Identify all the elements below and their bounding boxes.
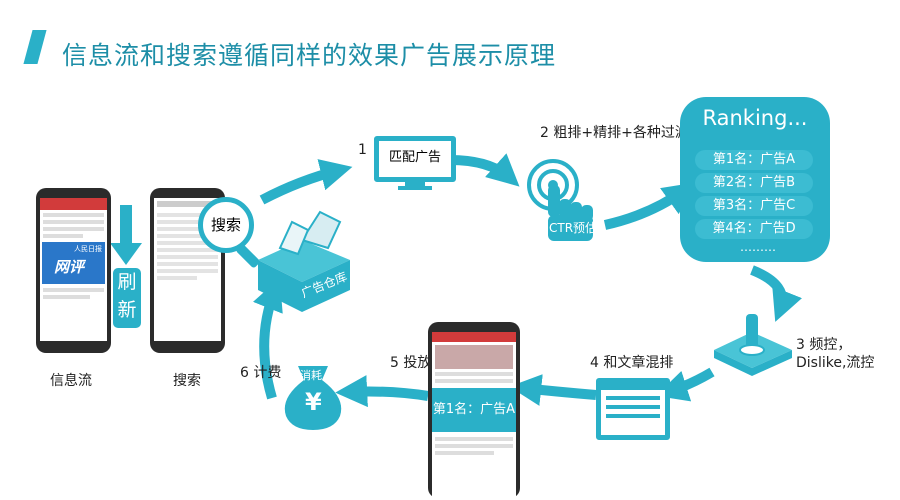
ranking-item: 第2名：广告B [695, 173, 813, 193]
ranking-more: ……… [740, 240, 776, 254]
ranking-item: 第1名：广告A [695, 150, 813, 170]
refresh-char-2: 新 [117, 299, 137, 321]
refresh-arrow-head [110, 243, 142, 265]
feed-label: 信息流 [50, 373, 92, 389]
ranking-title-pill: Ranking... [690, 100, 820, 136]
monitor-base-icon [398, 186, 432, 190]
refresh-badge: 刷 新 [113, 268, 141, 328]
arrow-to-money [335, 375, 429, 408]
step-6-label: 6 计费 [240, 365, 282, 381]
ctr-label: CTR预估 [549, 221, 598, 235]
ranking-item: 第3名：广告C [695, 196, 813, 216]
delivery-phone: 第1名：广告A [428, 322, 520, 498]
step-2-label: 2 粗排+精排+各种过滤 [540, 125, 689, 141]
step-5-label: 5 投放 [390, 355, 432, 371]
ad-warehouse-box-icon [258, 210, 350, 312]
arrow-to-ctr [449, 153, 520, 187]
feed-banner-brand: 人民日报 [74, 245, 102, 253]
step-3-label-line2: Dislike,流控 [796, 355, 875, 371]
ad-banner-text: 第1名：广告A [432, 402, 516, 417]
money-bag-label: 消耗 [300, 369, 322, 382]
arrow-to-joystick [750, 265, 802, 322]
ad-banner: 第1名：广告A [432, 388, 516, 432]
search-bubble-text: 搜索 [210, 216, 241, 234]
article-window-icon [596, 378, 670, 440]
refresh-char-1: 刷 [117, 271, 137, 293]
refresh-arrow-shaft [120, 205, 132, 245]
arrow-to-match [259, 159, 353, 205]
joystick-icon [714, 314, 792, 376]
search-phone [150, 188, 225, 353]
ranking-item: 第4名：广告D [695, 219, 813, 239]
step-1-number: 1 [358, 142, 367, 158]
step-3-label-line1: 3 频控， [796, 337, 852, 353]
arrow-to-article [655, 367, 715, 402]
ctr-touch-icon [527, 159, 593, 241]
ranking-title: Ranking... [702, 106, 808, 130]
search-label: 搜索 [173, 373, 201, 389]
page-title: 信息流和搜索遵循同样的效果广告展示原理 [62, 41, 557, 70]
yen-icon: ¥ [305, 388, 322, 416]
monitor-icon: 匹配广告 [374, 136, 456, 182]
arrow-to-ranking [603, 182, 696, 230]
arrow-to-phone [509, 374, 597, 406]
feed-phone: 人民日报 网评 [36, 188, 111, 353]
monitor-stand-icon [405, 182, 425, 188]
search-magnifier: 搜索 [198, 197, 254, 253]
arrow-loop-back [253, 278, 283, 400]
step-1-label: 匹配广告 [388, 150, 441, 165]
feed-banner: 人民日报 网评 [42, 242, 105, 284]
step-4-label: 4 和文章混排 [590, 355, 674, 371]
money-bag-icon [284, 366, 342, 430]
feed-banner-text: 网评 [54, 258, 85, 276]
